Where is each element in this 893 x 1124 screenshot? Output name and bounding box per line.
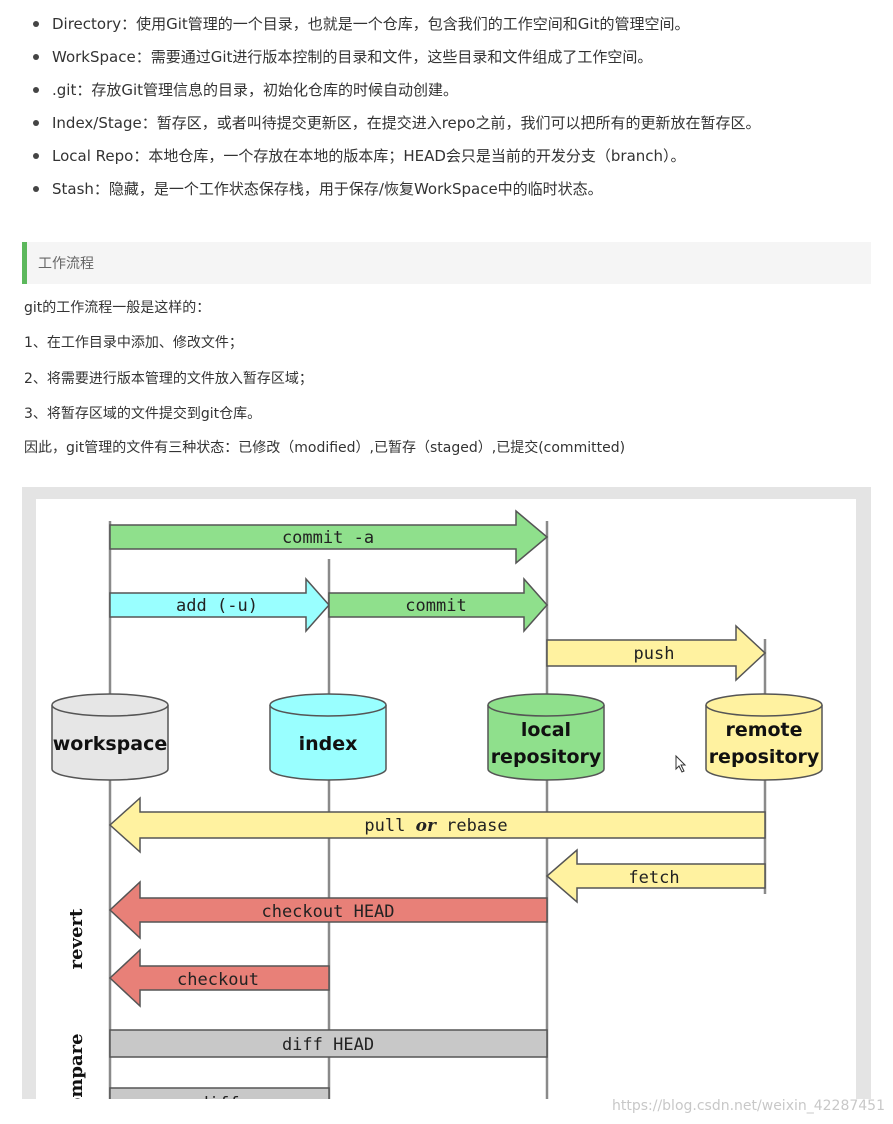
remote-cylinder-body bbox=[705, 705, 823, 781]
diff-head-bar bbox=[109, 1029, 548, 1058]
workspace-cylinder-body bbox=[51, 705, 169, 781]
states-summary: 因此，git管理的文件有三种状态：已修改（modified）,已暂存（stage… bbox=[24, 440, 626, 456]
push-label: push bbox=[634, 644, 675, 664]
fetch-label: fetch bbox=[628, 868, 679, 888]
push-arrow bbox=[546, 624, 767, 682]
section-title: 工作流程 bbox=[38, 256, 94, 272]
definition-directory: Directory：使用Git管理的一个目录，也就是一个仓库，包含我们的工作空间… bbox=[32, 8, 882, 41]
definition-list: Directory：使用Git管理的一个目录，也就是一个仓库，包含我们的工作空间… bbox=[32, 8, 882, 206]
commit-label: commit bbox=[405, 596, 466, 616]
commit-a-label: commit -a bbox=[282, 528, 374, 548]
local-repository-store bbox=[487, 693, 605, 781]
definition-stash: Stash：隐藏，是一个工作状态保存栈，用于保存/恢复WorkSpace中的临时… bbox=[32, 173, 882, 206]
workspace-label: workspace bbox=[53, 733, 168, 755]
diff-head-label: diff HEAD bbox=[282, 1035, 374, 1055]
git-workflow-diagram: commit -a add (-u) commit push pull or r… bbox=[51, 509, 823, 1099]
remote-repository-store bbox=[705, 693, 823, 781]
remote-cylinder-top bbox=[705, 693, 823, 717]
add-arrow bbox=[109, 577, 331, 633]
definition-workspace: WorkSpace：需要通过Git进行版本控制的目录和文件，这些目录和文件组成了… bbox=[32, 41, 882, 74]
pull-rebase-label: pull or rebase bbox=[364, 816, 507, 836]
add-label: add (-u) bbox=[176, 596, 258, 616]
definition-local-repo: Local Repo：本地仓库，一个存放在本地的版本库；HEAD会只是当前的开发… bbox=[32, 140, 882, 173]
remote-label-line2: repository bbox=[709, 746, 820, 768]
local-label-line1: local bbox=[521, 719, 571, 741]
pull-word: pull bbox=[364, 816, 415, 836]
revert-side-label: revert bbox=[66, 908, 87, 969]
diff-bar bbox=[109, 1087, 330, 1099]
local-cylinder-top bbox=[487, 693, 605, 717]
checkout-arrow bbox=[108, 948, 330, 1008]
section-heading: 工作流程 bbox=[22, 242, 871, 284]
step-1: 1、在工作目录中添加、修改文件； bbox=[24, 335, 243, 351]
definition-index-stage: Index/Stage：暂存区，或者叫待提交更新区，在提交进入repo之前，我们… bbox=[32, 107, 882, 140]
mouse-cursor-icon bbox=[675, 754, 687, 773]
rebase-word: rebase bbox=[436, 816, 508, 836]
step-3: 3、将暂存区域的文件提交到git仓库。 bbox=[24, 406, 262, 422]
definition-git-dir: .git：存放Git管理信息的目录，初始化仓库的时候自动创建。 bbox=[32, 74, 882, 107]
checkout-label: checkout bbox=[177, 970, 259, 990]
diagram-canvas: commit -a add (-u) commit push pull or r… bbox=[36, 499, 856, 1099]
remote-label-line1: remote bbox=[725, 719, 802, 741]
watermark: https://blog.csdn.net/weixin_42287451 bbox=[611, 1098, 885, 1114]
pull-rebase-arrow bbox=[108, 796, 766, 854]
index-cylinder-body bbox=[269, 705, 387, 781]
git-workflow-figure: commit -a add (-u) commit push pull or r… bbox=[22, 487, 871, 1099]
workspace-store bbox=[51, 693, 169, 781]
checkout-head-arrow bbox=[108, 880, 548, 940]
workspace-cylinder-top bbox=[51, 693, 169, 717]
index-cylinder-top bbox=[269, 693, 387, 717]
index-store bbox=[269, 693, 387, 781]
diff-label: diff bbox=[199, 1094, 240, 1099]
local-cylinder-body bbox=[487, 705, 605, 781]
arrows bbox=[108, 509, 767, 1099]
compare-side-label: compare bbox=[66, 1033, 87, 1099]
index-label: index bbox=[299, 733, 358, 755]
step-2: 2、将需要进行版本管理的文件放入暂存区域； bbox=[24, 371, 313, 387]
fetch-arrow bbox=[545, 848, 766, 904]
checkout-head-label: checkout HEAD bbox=[261, 902, 394, 922]
or-word: or bbox=[416, 816, 437, 836]
commit-a-arrow bbox=[109, 509, 549, 565]
intro-text: git的工作流程一般是这样的： bbox=[24, 300, 211, 316]
local-label-line2: repository bbox=[491, 746, 602, 768]
commit-arrow bbox=[328, 577, 549, 633]
